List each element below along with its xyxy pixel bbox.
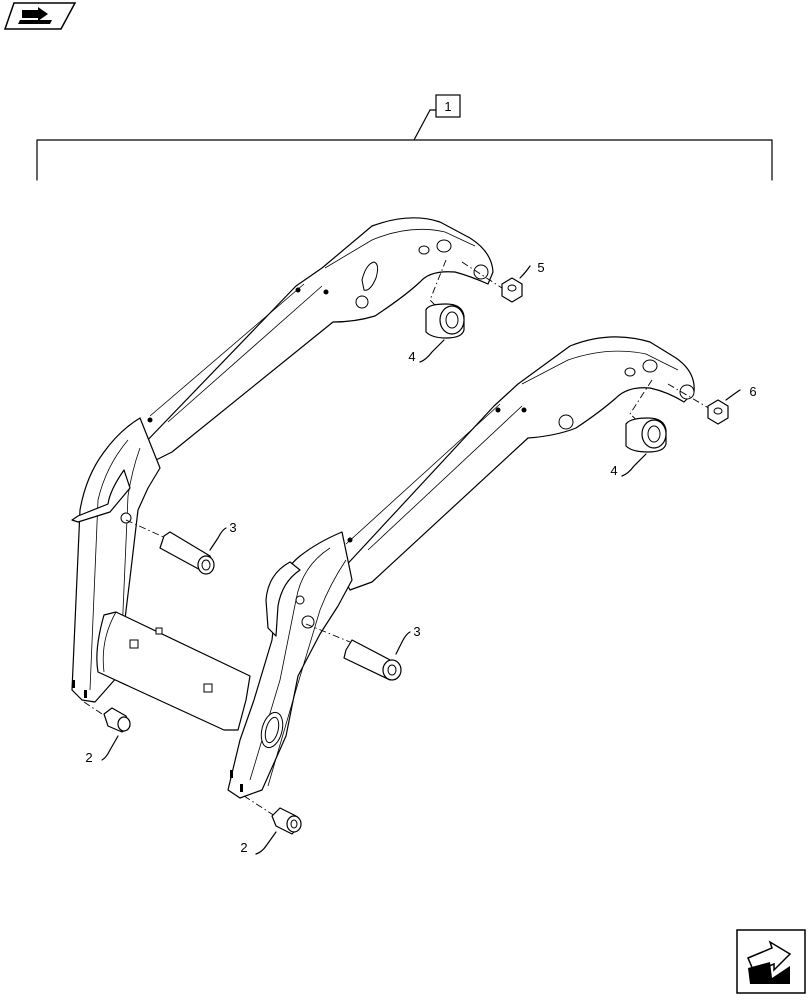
pin-right-bottom[interactable]: 2 <box>240 795 302 855</box>
left-arm-beam <box>139 217 494 463</box>
book-arrow-icon[interactable] <box>3 2 77 30</box>
callout-4b: 4 <box>610 463 617 478</box>
bush-left-top[interactable]: 4 <box>408 259 465 364</box>
bush-right-top[interactable]: 4 <box>610 379 667 478</box>
assembly-bracket: 1 <box>36 94 773 181</box>
item-box <box>435 94 461 118</box>
pin-right-mid[interactable]: 3 <box>305 623 421 681</box>
callout-6: 6 <box>749 384 756 399</box>
callout-3b: 3 <box>413 624 420 639</box>
loader-arm-frame <box>71 217 695 799</box>
callout-3a: 3 <box>229 520 236 535</box>
nut-right-top[interactable]: 6 <box>667 383 757 425</box>
callout-2b: 2 <box>240 840 247 855</box>
pin-left-bottom[interactable]: 2 <box>83 701 131 765</box>
callout-4a: 4 <box>408 349 415 364</box>
callout-1: 1 <box>444 99 451 114</box>
pin-left-mid[interactable]: 3 <box>125 519 237 575</box>
next-page-arrow-icon[interactable] <box>736 929 806 994</box>
left-upright <box>71 417 161 703</box>
right-arm-beam <box>339 336 695 591</box>
callout-5: 5 <box>537 260 544 275</box>
callout-2a: 2 <box>85 750 92 765</box>
nut-left-top[interactable]: 5 <box>461 260 545 303</box>
